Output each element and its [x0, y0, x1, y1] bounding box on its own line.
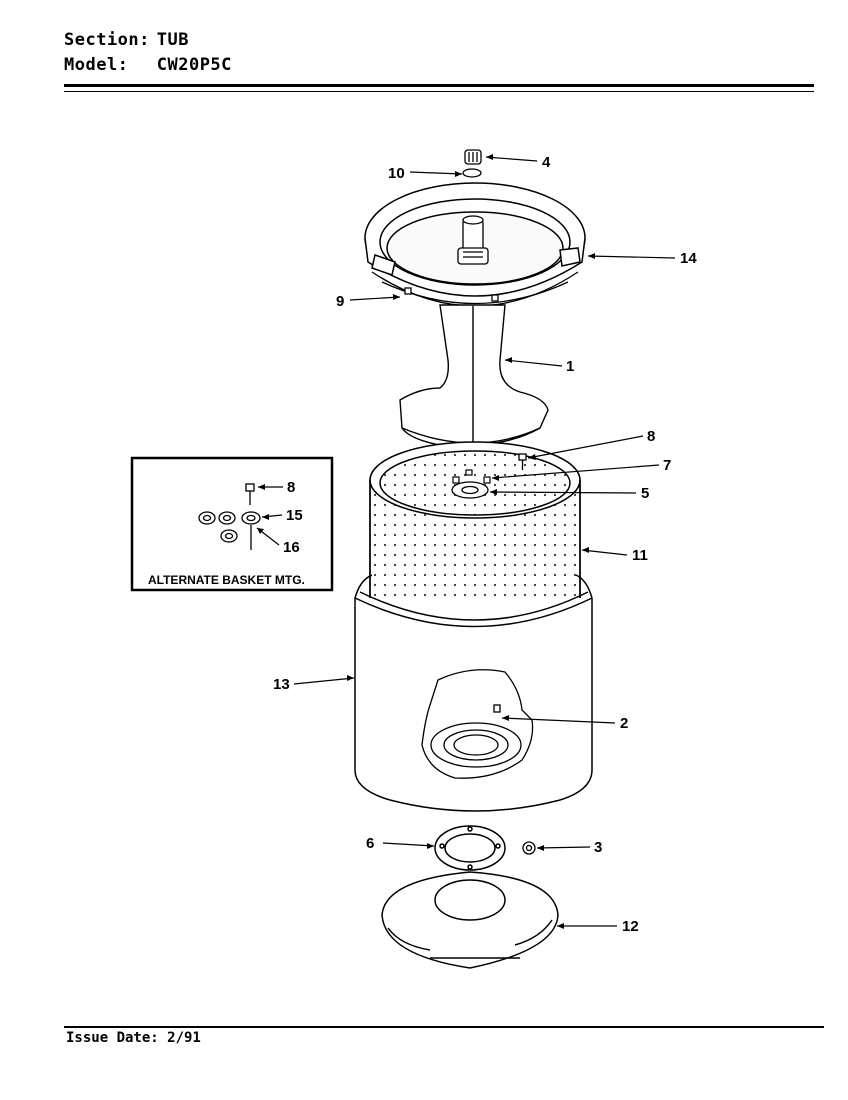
arrowheads: [347, 154, 595, 929]
callout-10: 10: [388, 165, 405, 182]
callout-9: 9: [336, 293, 344, 310]
section-value: TUB: [156, 30, 189, 50]
callout-14: 14: [680, 250, 697, 267]
header-rule: [64, 84, 814, 87]
footer-rule: [64, 1026, 824, 1028]
callout-1: 1: [566, 358, 574, 375]
part-1-agitator: [399, 304, 549, 456]
alternate-basket-inset: 8 15 16 ALTERNATE BASKET MTG.: [130, 456, 334, 592]
inset-callout-15: 15: [286, 507, 303, 524]
leader-lines: [293, 156, 676, 927]
part-6-gasket: [434, 825, 506, 871]
inset-callout-8: 8: [287, 479, 295, 496]
callout-13: 13: [273, 676, 290, 693]
callout-2: 2: [620, 715, 628, 732]
agitator-shaft: [457, 215, 489, 265]
callout-labels: 4 10 14 9 1 8 7 5 11 13 2 6 3 12: [273, 154, 697, 935]
part-8-screw: [518, 453, 527, 470]
part-7-bolts: [452, 469, 491, 484]
section-line: Section: TUB: [64, 30, 189, 50]
section-key: Section:: [64, 30, 150, 50]
model-line: Model: CW20P5C: [64, 55, 232, 75]
header-rule-thin: [64, 91, 814, 92]
callout-5: 5: [641, 485, 649, 502]
drive-opening: [421, 669, 534, 779]
callout-7: 7: [663, 457, 671, 474]
part-12-base: [381, 871, 559, 969]
issue-date: Issue Date: 2/91: [66, 1030, 201, 1046]
part-10-washer: [462, 168, 482, 178]
part-4-nut: [464, 149, 482, 165]
callout-8: 8: [647, 428, 655, 445]
callout-11: 11: [632, 547, 648, 564]
inset-callout-16: 16: [283, 539, 300, 556]
callout-3: 3: [594, 839, 602, 856]
part-3-nut: [522, 841, 536, 855]
callout-4: 4: [542, 154, 551, 171]
callout-12: 12: [622, 918, 639, 935]
part-5-hub: [451, 481, 489, 499]
inset-caption: ALTERNATE BASKET MTG.: [148, 573, 305, 587]
model-key: Model:: [64, 55, 129, 75]
callout-6: 6: [366, 835, 374, 852]
model-value: CW20P5C: [156, 55, 232, 75]
